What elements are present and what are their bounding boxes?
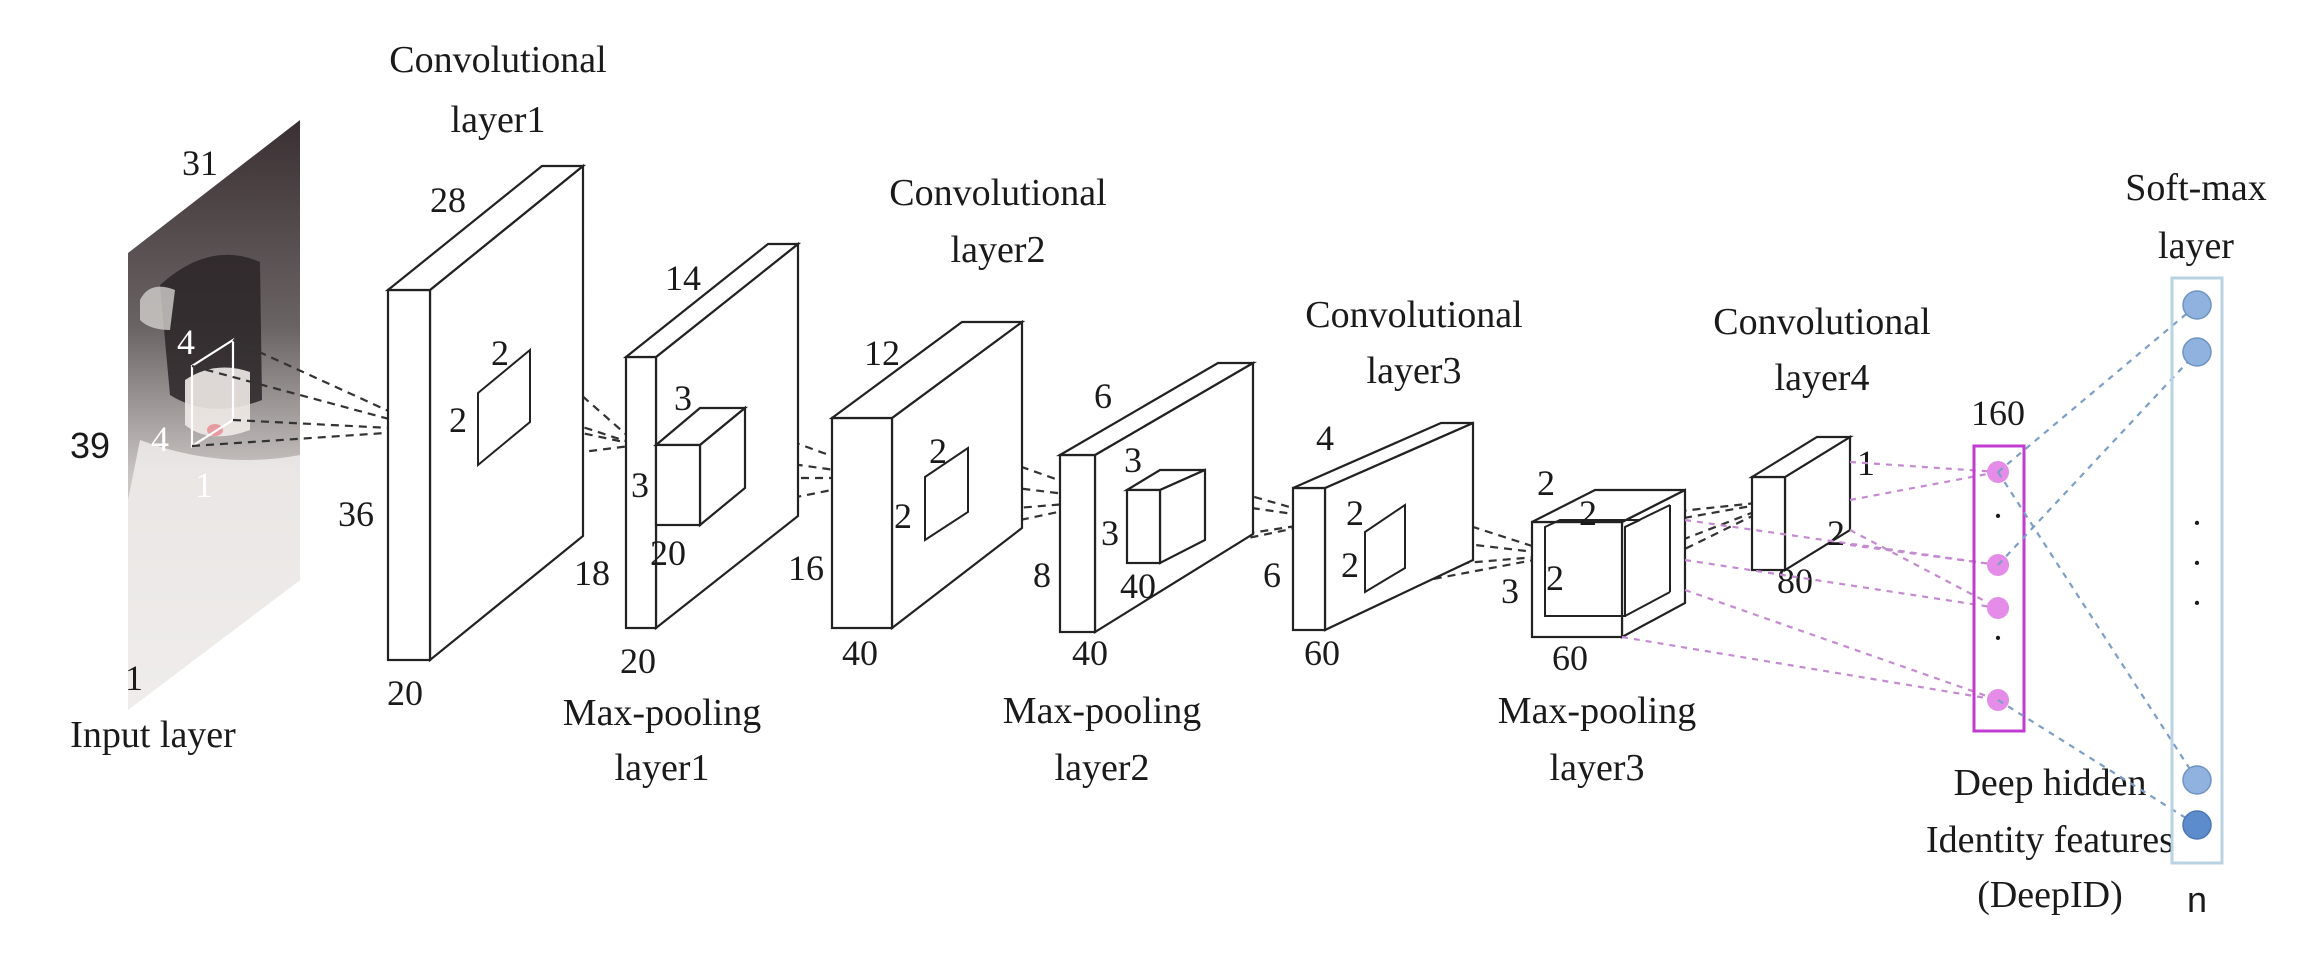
pool2-depth-dim: 40 bbox=[1072, 633, 1108, 673]
pool3-kernel-a: 2 bbox=[1579, 493, 1597, 533]
conv4-block: 1 2 80 Convolutional layer4 bbox=[1713, 301, 1930, 601]
deepid-box bbox=[1972, 444, 2026, 733]
pool3-label-line1: Max-pooling bbox=[1498, 690, 1696, 732]
pool3-depth-dim: 60 bbox=[1552, 638, 1588, 678]
softmax-connections bbox=[1997, 304, 2198, 826]
pool2-kernel-a: 3 bbox=[1124, 440, 1142, 480]
pool1-label-line2: layer1 bbox=[615, 747, 710, 789]
conv3-label-line1: Convolutional bbox=[1305, 294, 1522, 336]
softmax-label-line2: layer bbox=[2158, 225, 2234, 267]
deepid-size: 160 bbox=[1971, 393, 2025, 433]
deepid-label-line2: Identity features bbox=[1926, 819, 2174, 861]
input-layer-label: Input layer bbox=[70, 714, 236, 756]
conv3-kernel-b: 2 bbox=[1341, 545, 1359, 585]
pool1-kernel-depth: 20 bbox=[650, 533, 686, 573]
conv2-height-dim: 16 bbox=[788, 548, 824, 588]
deepid-label-line3: (DeepID) bbox=[1977, 874, 2123, 916]
softmax-dots: · bbox=[2191, 503, 2203, 543]
softmax-label-line1: Soft-max bbox=[2125, 167, 2266, 209]
input-kernel-d: 1 bbox=[195, 465, 213, 505]
conv1-height-dim: 36 bbox=[338, 494, 374, 534]
conv4-height-dim: 2 bbox=[1827, 513, 1845, 553]
input-layer: 4 4 1 31 39 1 Input layer bbox=[70, 120, 300, 756]
pool3-label-line2: layer3 bbox=[1550, 747, 1645, 789]
pool1-label-line1: Max-pooling bbox=[563, 692, 761, 734]
conv3-label-line2: layer3 bbox=[1367, 350, 1462, 392]
conv2-block: 2 2 12 16 40 Convolutional layer2 bbox=[788, 172, 1107, 673]
conv4-label-line2: layer4 bbox=[1775, 357, 1870, 399]
conv4-depth-dim: 80 bbox=[1777, 561, 1813, 601]
deepid-layer: · · 160 Deep hidden Identity features (D… bbox=[1926, 393, 2174, 916]
conv2-label-line2: layer2 bbox=[951, 229, 1046, 271]
cat-photo-detail bbox=[128, 254, 300, 710]
pool2-kernel-depth: 40 bbox=[1120, 566, 1156, 606]
pool2-label-line1: Max-pooling bbox=[1003, 690, 1201, 732]
pool2-height-dim: 8 bbox=[1033, 555, 1051, 595]
softmax-node bbox=[2182, 337, 2212, 367]
pool1-block: 3 3 20 14 18 20 Max-pooling layer1 bbox=[563, 241, 802, 789]
pool3-kernel-b: 2 bbox=[1546, 558, 1564, 598]
softmax-node bbox=[2182, 810, 2212, 840]
deepid-dots: · bbox=[1992, 618, 2004, 658]
softmax-node bbox=[2182, 290, 2212, 320]
pool2-label-line2: layer2 bbox=[1055, 747, 1150, 789]
pool1-kernel-a: 3 bbox=[674, 378, 692, 418]
conv3-depth-dim: 60 bbox=[1304, 633, 1340, 673]
deepid-node bbox=[1987, 597, 2009, 619]
softmax-dots: · bbox=[2191, 583, 2203, 623]
softmax-dots: · bbox=[2191, 543, 2203, 583]
conv2-label-line1: Convolutional bbox=[889, 172, 1106, 214]
conv3-block: 2 2 4 6 60 Convolutional layer3 bbox=[1263, 294, 1523, 673]
conv1-label-line2: layer1 bbox=[451, 99, 546, 141]
softmax-node bbox=[2182, 765, 2212, 795]
pool3-height-dim: 3 bbox=[1501, 571, 1519, 611]
conv3-top-dim: 4 bbox=[1316, 418, 1334, 458]
pool2-kernel-cube bbox=[1123, 468, 1207, 565]
input-depth-dim: 1 bbox=[125, 658, 143, 698]
pool1-kernel-cube bbox=[652, 405, 749, 528]
softmax-layer: · · · n Soft-max layer bbox=[2125, 167, 2266, 920]
pool3-block: 2 2 2 3 60 Max-pooling layer3 bbox=[1498, 463, 1696, 789]
conv1-kernel-b: 2 bbox=[449, 400, 467, 440]
input-kernel-w: 4 bbox=[177, 322, 195, 362]
conv1-block: 2 2 28 36 20 Convolutional layer1 bbox=[338, 39, 607, 713]
pool2-kernel-b: 3 bbox=[1101, 513, 1119, 553]
pool1-top-dim: 14 bbox=[665, 258, 701, 298]
softmax-box bbox=[2170, 276, 2224, 865]
conv3-height-dim: 6 bbox=[1263, 555, 1281, 595]
conv4-label-line1: Convolutional bbox=[1713, 301, 1930, 343]
conv3-kernel bbox=[1364, 503, 1406, 594]
input-kernel-h: 4 bbox=[151, 419, 169, 459]
pool1-height-dim: 18 bbox=[574, 553, 610, 593]
conv2-kernel-b: 2 bbox=[894, 496, 912, 536]
conv1-top-dim: 28 bbox=[430, 180, 466, 220]
input-width-dim: 31 bbox=[182, 143, 218, 183]
conv2-kernel bbox=[924, 446, 969, 542]
pool2-top-dim: 6 bbox=[1094, 376, 1112, 416]
conv1-depth-dim: 20 bbox=[387, 673, 423, 713]
softmax-size: n bbox=[2187, 879, 2207, 920]
pool1-kernel-b: 3 bbox=[631, 465, 649, 505]
conv3-kernel-a: 2 bbox=[1346, 493, 1364, 533]
pool2-block: 3 3 40 6 8 40 Max-pooling layer2 bbox=[1003, 361, 1258, 789]
deepid-dots: · bbox=[1992, 496, 2004, 536]
conv1-label-line1: Convolutional bbox=[389, 39, 606, 81]
conv2-top-dim: 12 bbox=[864, 333, 900, 373]
deepid-label-line1: Deep hidden bbox=[1953, 762, 2146, 804]
input-height-dim: 39 bbox=[70, 425, 110, 466]
pool1-depth-dim: 20 bbox=[620, 641, 656, 681]
conv2-kernel-a: 2 bbox=[929, 431, 947, 471]
conv2-depth-dim: 40 bbox=[842, 633, 878, 673]
pool3-top-dim: 2 bbox=[1537, 463, 1555, 503]
conv1-kernel bbox=[477, 347, 531, 468]
conv1-kernel-a: 2 bbox=[491, 333, 509, 373]
